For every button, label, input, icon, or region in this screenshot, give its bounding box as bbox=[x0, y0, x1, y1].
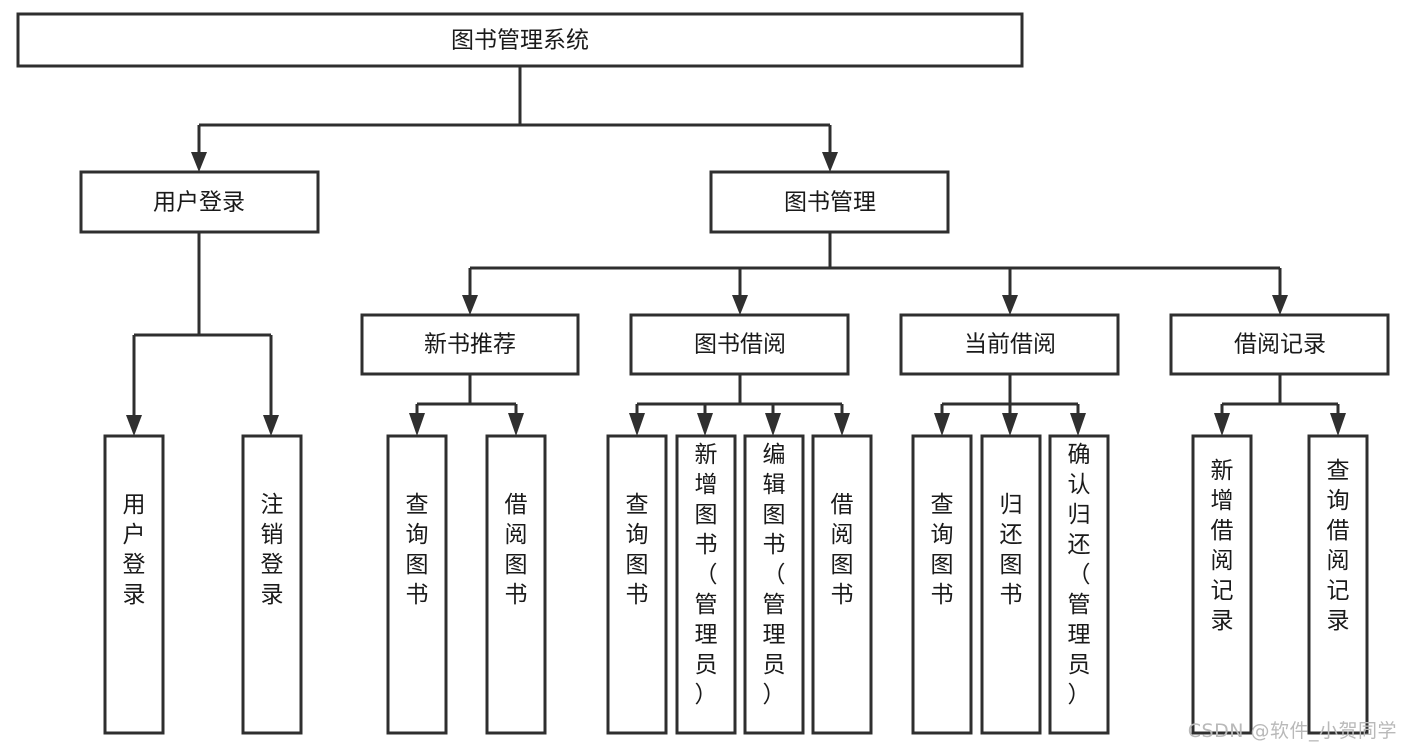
node-leaf-logout-login-label: 注销登录 bbox=[261, 492, 284, 608]
node-book-borrow[interactable]: 图书借阅 bbox=[629, 313, 850, 376]
node-borrow-record[interactable]: 借阅记录 bbox=[1169, 313, 1390, 376]
node-leaf-query-book-3-box[interactable] bbox=[911, 434, 973, 735]
node-leaf-query-record[interactable]: 查询借阅记录 bbox=[1307, 434, 1369, 735]
node-leaf-logout-login-box[interactable] bbox=[241, 434, 303, 735]
node-leaf-borrow-book-1-box[interactable] bbox=[485, 434, 547, 735]
arrow-to-leaf-query-book-3 bbox=[934, 413, 950, 436]
arrow-to-leaf-query-book-1 bbox=[409, 413, 425, 436]
node-leaf-borrow-book-2-box[interactable] bbox=[811, 434, 873, 735]
arrow-to-current-borrow bbox=[1002, 295, 1018, 315]
node-book-management[interactable]: 图书管理 bbox=[709, 170, 950, 234]
node-leaf-query-book-2-box[interactable] bbox=[606, 434, 668, 735]
node-leaf-add-book[interactable]: 新增图书（管理员） bbox=[675, 434, 737, 735]
arrow-to-leaf-borrow-book-2 bbox=[834, 413, 850, 436]
arrow-to-leaf-user-login bbox=[126, 415, 142, 436]
node-book-borrow-label: 图书借阅 bbox=[694, 332, 786, 358]
node-leaf-user-login-label: 用户登录 bbox=[123, 492, 146, 608]
node-leaf-logout-login[interactable]: 注销登录 bbox=[241, 434, 303, 735]
node-leaf-add-record[interactable]: 新增借阅记录 bbox=[1191, 434, 1253, 735]
edge-group-book-management-to-level3 bbox=[462, 232, 1288, 315]
edge-group-root-to-level2 bbox=[191, 66, 838, 172]
arrow-to-user-login bbox=[191, 152, 207, 172]
node-user-login-box[interactable] bbox=[79, 170, 320, 234]
edge-group-new-book-recommend-to-leaves bbox=[409, 374, 524, 436]
node-leaf-edit-book[interactable]: 编辑图书（管理员） bbox=[743, 434, 805, 735]
node-borrow-record-box[interactable] bbox=[1169, 313, 1390, 376]
arrow-to-new-book-recommend bbox=[462, 295, 478, 315]
arrow-to-book-management bbox=[822, 152, 838, 172]
arrow-to-leaf-borrow-book-1 bbox=[508, 413, 524, 436]
node-leaf-edit-book-box[interactable] bbox=[743, 434, 805, 735]
edge-group-book-borrow-to-leaves bbox=[629, 374, 850, 436]
node-root-label: 图书管理系统 bbox=[451, 28, 589, 54]
node-new-book-recommend[interactable]: 新书推荐 bbox=[360, 313, 580, 376]
node-leaf-query-book-1[interactable]: 查询图书 bbox=[386, 434, 448, 735]
node-leaf-confirm-return-label: 确认归还（管理员） bbox=[1068, 442, 1091, 708]
node-leaf-query-record-box[interactable] bbox=[1307, 434, 1369, 735]
node-leaf-confirm-return[interactable]: 确认归还（管理员） bbox=[1048, 434, 1110, 735]
node-leaf-query-book-1-box[interactable] bbox=[386, 434, 448, 735]
node-current-borrow[interactable]: 当前借阅 bbox=[899, 313, 1120, 376]
edge-group-current-borrow-to-leaves bbox=[934, 374, 1086, 436]
node-leaf-query-record-label: 查询借阅记录 bbox=[1327, 458, 1350, 634]
node-leaf-user-login-box[interactable] bbox=[103, 434, 165, 735]
node-borrow-record-label: 借阅记录 bbox=[1234, 332, 1326, 358]
node-leaf-add-record-label: 新增借阅记录 bbox=[1211, 458, 1234, 634]
node-new-book-recommend-label: 新书推荐 bbox=[424, 332, 516, 358]
node-current-borrow-box[interactable] bbox=[899, 313, 1120, 376]
node-user-login[interactable]: 用户登录 bbox=[79, 170, 320, 234]
node-leaf-edit-book-label: 编辑图书（管理员） bbox=[763, 442, 786, 708]
node-leaf-borrow-book-2[interactable]: 借阅图书 bbox=[811, 434, 873, 735]
node-leaf-borrow-book-1[interactable]: 借阅图书 bbox=[485, 434, 547, 735]
node-leaf-return-book-box[interactable] bbox=[980, 434, 1042, 735]
csdn-watermark: CSDN @软件_小贺同学 bbox=[1187, 720, 1397, 742]
node-leaf-confirm-return-box[interactable] bbox=[1048, 434, 1110, 735]
arrow-to-leaf-add-record bbox=[1214, 413, 1230, 436]
node-leaf-add-book-label: 新增图书（管理员） bbox=[695, 442, 718, 708]
arrow-to-leaf-query-record bbox=[1330, 413, 1346, 436]
arrow-to-book-borrow bbox=[732, 295, 748, 315]
node-leaf-query-book-2-label: 查询图书 bbox=[626, 492, 649, 608]
node-leaf-borrow-book-2-label: 借阅图书 bbox=[831, 492, 854, 608]
node-book-management-label: 图书管理 bbox=[784, 190, 876, 216]
node-user-login-label: 用户登录 bbox=[153, 190, 245, 216]
node-book-borrow-box[interactable] bbox=[629, 313, 850, 376]
arrow-to-leaf-edit-book bbox=[765, 413, 781, 436]
arrow-to-leaf-confirm-return bbox=[1070, 413, 1086, 436]
node-current-borrow-label: 当前借阅 bbox=[964, 332, 1056, 358]
node-leaf-query-book-1-label: 查询图书 bbox=[406, 492, 429, 608]
edge-group-borrow-record-to-leaves bbox=[1214, 374, 1346, 436]
arrow-to-borrow-record bbox=[1272, 295, 1288, 315]
node-new-book-recommend-box[interactable] bbox=[360, 313, 580, 376]
arrow-to-leaf-query-book-2 bbox=[629, 413, 645, 436]
arrow-to-leaf-logout-login bbox=[263, 415, 279, 436]
node-leaf-add-record-box[interactable] bbox=[1191, 434, 1253, 735]
node-leaf-return-book[interactable]: 归还图书 bbox=[980, 434, 1042, 735]
node-leaf-return-book-label: 归还图书 bbox=[1000, 492, 1023, 608]
node-leaf-add-book-box[interactable] bbox=[675, 434, 737, 735]
arrow-to-leaf-add-book bbox=[697, 413, 713, 436]
node-leaf-borrow-book-1-label: 借阅图书 bbox=[505, 492, 528, 608]
edge-group-user-login-to-leaves bbox=[126, 232, 279, 436]
node-root[interactable]: 图书管理系统 bbox=[16, 12, 1024, 68]
node-leaf-query-book-2[interactable]: 查询图书 bbox=[606, 434, 668, 735]
node-book-management-box[interactable] bbox=[709, 170, 950, 234]
node-leaf-query-book-3-label: 查询图书 bbox=[931, 492, 954, 608]
node-root-box[interactable] bbox=[16, 12, 1024, 68]
node-leaf-query-book-3[interactable]: 查询图书 bbox=[911, 434, 973, 735]
arrow-to-leaf-return-book bbox=[1002, 413, 1018, 436]
node-leaf-user-login[interactable]: 用户登录 bbox=[103, 434, 165, 735]
